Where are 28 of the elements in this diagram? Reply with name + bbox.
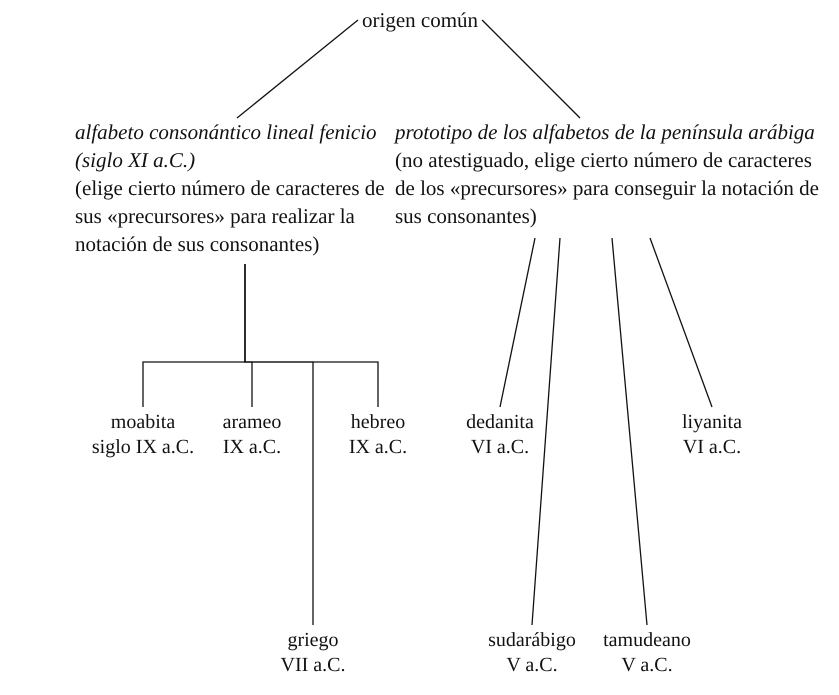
date-label: siglo IX a.C. — [90, 435, 196, 460]
connector-line — [482, 20, 580, 118]
date-label: V a.C. — [505, 653, 559, 678]
connector-line — [244, 264, 314, 625]
script-name: arameo — [222, 410, 282, 435]
branch-title: prototipo de los alfabetos de la península arábiga — [395, 119, 816, 146]
branch-description: (no atestiguado, elige cierto número de caracteres de los «precursores» para conseguir la notación de sus consonantes) — [395, 147, 820, 230]
branch-title: alfabeto consonántico lineal fenicio (siglo XI a.C.) — [75, 119, 378, 174]
date-label: VI a.C. — [682, 435, 742, 460]
script-name: tamudeano — [602, 628, 692, 653]
connector-line — [649, 238, 713, 408]
script-name: liyanita — [681, 410, 743, 435]
connector-line — [611, 238, 648, 626]
date-label: IX a.C. — [348, 435, 408, 460]
date-label: IX a.C. — [222, 435, 282, 460]
date-label: V a.C. — [620, 653, 674, 678]
script-name: dedanita — [465, 410, 535, 435]
connector-line — [236, 20, 358, 118]
script-name: griego — [286, 628, 340, 653]
date-label: VI a.C. — [470, 435, 530, 460]
root-label: origen común — [362, 7, 478, 34]
script-name: sudarábigo — [487, 628, 577, 653]
date-label: VII a.C. — [280, 653, 346, 678]
connector-line — [499, 238, 536, 408]
script-name: moabita — [110, 410, 176, 435]
script-name: hebreo — [350, 410, 406, 435]
branch-description: (elige cierto número de caracteres de sus «precursores» para realizar la notación de sus consonantes) — [75, 175, 386, 258]
connector-line — [531, 238, 561, 626]
